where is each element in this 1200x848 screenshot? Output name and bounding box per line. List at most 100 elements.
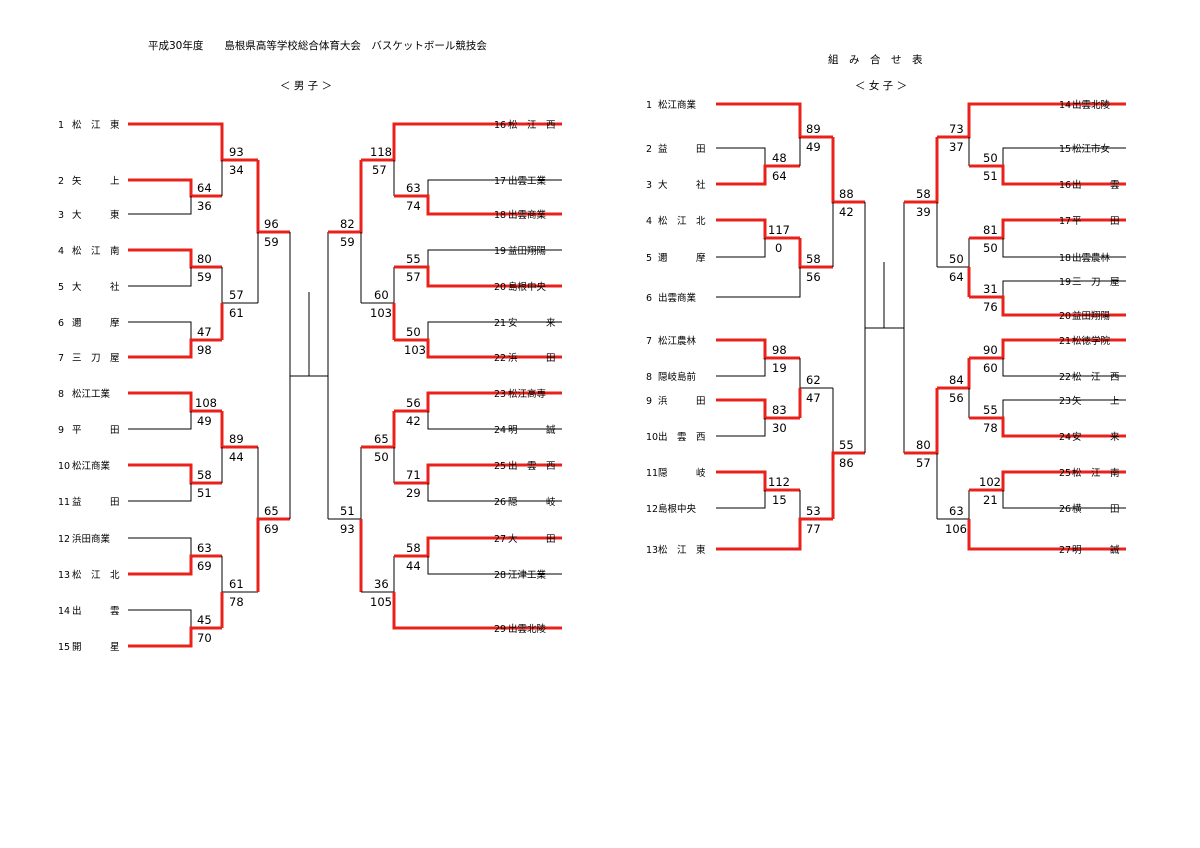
- team-no: 4: [646, 216, 652, 227]
- score: 47: [806, 391, 821, 405]
- score: 63: [406, 181, 421, 195]
- team-no: 8: [646, 372, 652, 383]
- team-name: 松 江 西: [1072, 371, 1120, 383]
- score: 57: [916, 456, 931, 470]
- team-name: 松 江 南: [1072, 467, 1120, 479]
- team-no: 23: [1059, 396, 1071, 407]
- score: 37: [949, 140, 964, 154]
- team-name: 益田翔陽: [508, 245, 547, 257]
- score: 19: [772, 361, 787, 375]
- team-name: 松江農林: [658, 335, 697, 347]
- team-no: 9: [646, 396, 652, 407]
- women-section-label: ＜ 女 子 ＞: [855, 79, 907, 92]
- score: 56: [806, 270, 821, 284]
- score: 57: [406, 270, 421, 284]
- team-name: 松江高専: [508, 388, 547, 400]
- team-name: 出雲農林: [1072, 252, 1111, 264]
- team-no: 24: [494, 425, 506, 436]
- score: 50: [983, 151, 998, 165]
- score: 90: [983, 343, 998, 357]
- team-no: 6: [646, 293, 652, 304]
- team-name: 松 江 東: [658, 544, 706, 556]
- team-no: 20: [494, 282, 506, 293]
- team-no: 12: [646, 504, 658, 515]
- document-title: 平成30年度 島根県高等学校総合体育大会 バスケットボール競技会: [148, 39, 487, 52]
- score: 47: [197, 325, 212, 339]
- score: 102: [979, 475, 1001, 489]
- score: 15: [772, 493, 787, 507]
- score: 108: [195, 396, 217, 410]
- team-name: 大 東: [72, 209, 120, 221]
- team-name: 出雲北陵: [508, 623, 547, 635]
- team-name: 三 刀 屋: [1072, 277, 1120, 288]
- score: 63: [197, 541, 212, 555]
- score: 42: [406, 414, 421, 428]
- score: 39: [916, 205, 931, 219]
- score: 98: [772, 343, 787, 357]
- score: 64: [772, 169, 787, 183]
- score: 112: [768, 475, 790, 489]
- score: 59: [264, 235, 279, 249]
- score: 117: [768, 223, 790, 237]
- score: 74: [406, 199, 421, 213]
- score: 57: [229, 288, 244, 302]
- team-no: 9: [58, 425, 64, 436]
- score: 106: [945, 522, 967, 536]
- score: 56: [406, 396, 421, 410]
- team-no: 21: [1059, 336, 1071, 347]
- team-no: 15: [58, 642, 70, 653]
- score: 31: [983, 282, 998, 296]
- team-no: 17: [494, 176, 506, 187]
- score: 58: [806, 252, 821, 266]
- team-name: 出 雲 西: [508, 460, 556, 472]
- team-no: 14: [1059, 100, 1071, 111]
- team-no: 6: [58, 318, 64, 329]
- team-name: 松 江 北: [658, 215, 706, 227]
- score: 96: [264, 217, 279, 231]
- score: 105: [370, 595, 392, 609]
- score: 65: [374, 432, 389, 446]
- team-name: 松 江 南: [72, 245, 120, 257]
- score: 80: [916, 438, 931, 452]
- team-no: 12: [58, 534, 70, 545]
- score: 44: [406, 559, 421, 573]
- team-no: 18: [494, 210, 506, 221]
- team-no: 20: [1059, 311, 1071, 322]
- team-no: 5: [58, 282, 64, 293]
- score: 55: [839, 438, 854, 452]
- team-no: 13: [58, 570, 70, 581]
- team-no: 29: [494, 624, 506, 635]
- team-no: 21: [494, 318, 506, 329]
- team-name: 矢 上: [1072, 395, 1120, 407]
- team-name: 平 田: [1072, 216, 1120, 227]
- score: 60: [374, 288, 389, 302]
- team-name: 大 社: [72, 281, 120, 293]
- team-no: 19: [1059, 277, 1071, 288]
- team-name: 松 江 北: [72, 569, 120, 581]
- team-name: 浜田商業: [72, 533, 111, 545]
- team-no: 10: [58, 461, 70, 472]
- team-name: 浜 田: [658, 396, 706, 407]
- team-name: 益田翔陽: [1072, 310, 1111, 322]
- team-no: 2: [646, 144, 652, 155]
- team-name: 出 雲: [72, 605, 120, 617]
- team-name: 安 来: [1072, 431, 1120, 443]
- score: 89: [806, 122, 821, 136]
- score: 0: [775, 241, 782, 255]
- team-name: 益 田: [72, 496, 120, 508]
- score: 86: [839, 456, 854, 470]
- score: 58: [406, 541, 421, 555]
- score: 77: [806, 522, 821, 536]
- team-name: 出雲商業: [508, 209, 547, 221]
- team-name: 出 雲 西: [658, 431, 706, 443]
- score: 118: [370, 145, 392, 159]
- team-name: 大 社: [658, 179, 706, 191]
- team-no: 2: [58, 176, 64, 187]
- team-no: 26: [1059, 504, 1071, 515]
- score: 69: [197, 559, 212, 573]
- team-no: 11: [58, 497, 70, 508]
- men-scores: 64 36 80 59 47 98 108 49 58 51 63 69 45 …: [195, 145, 426, 645]
